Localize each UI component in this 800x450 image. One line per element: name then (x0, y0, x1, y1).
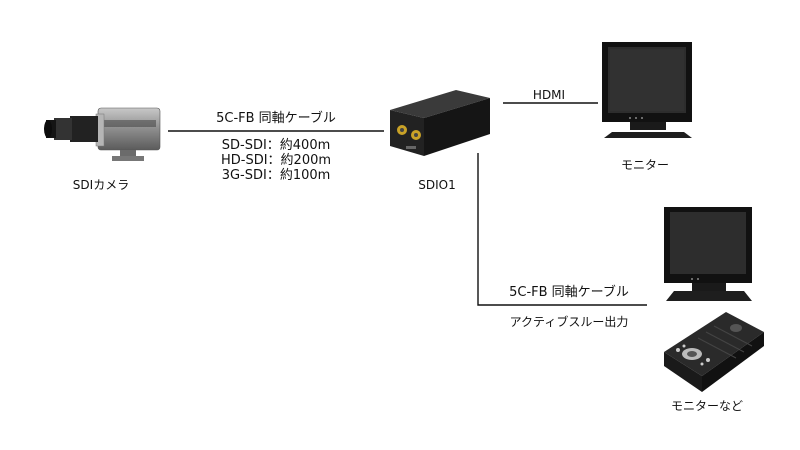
camera-label: SDIカメラ (72, 178, 130, 192)
cable-main-spec-sd: SD-SDI：約400m (221, 138, 331, 153)
cable-main-spec-3g: 3G-SDI：約100m (221, 168, 331, 183)
camera-icon (44, 107, 161, 161)
monitor-top-label: モニター (620, 158, 670, 172)
recorder-icon (664, 312, 764, 392)
cable-main-spec-hd: HD-SDI：約200m (220, 153, 332, 168)
monitor-bottom-icon (664, 207, 752, 301)
through-output-line (477, 153, 647, 306)
cable-through-title: 5C-FB 同軸ケーブル (509, 285, 629, 300)
cable-through-subtitle: アクティブスルー出力 (509, 315, 629, 329)
hdmi-label: HDMI (532, 88, 566, 102)
converter-label: SDIO1 (418, 178, 456, 192)
cable-main-title: 5C-FB 同軸ケーブル (216, 111, 336, 126)
monitor-bottom-label: モニターなど (670, 399, 744, 413)
converter-icon (390, 90, 490, 156)
monitor-icon (602, 42, 692, 138)
